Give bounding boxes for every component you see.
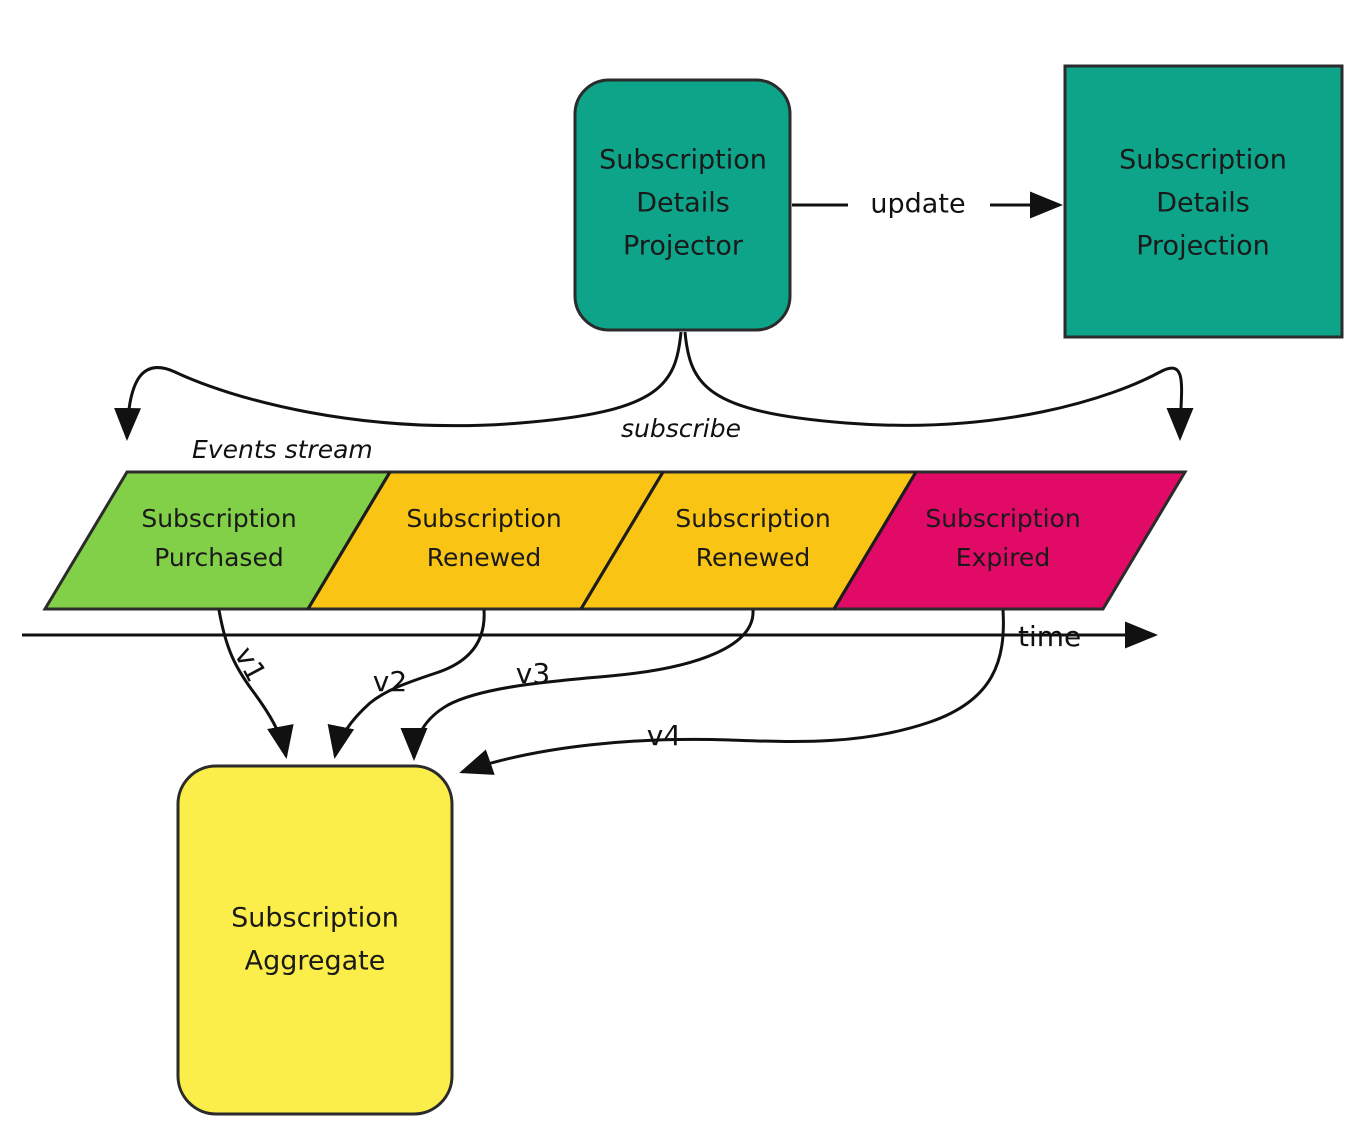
v4-edge-label: v4 (647, 719, 681, 752)
subscribe-edge-right-branch (683, 331, 1194, 441)
event-1-label-line2: Purchased (154, 543, 283, 572)
event-1-label-line1: Subscription (141, 504, 296, 533)
event-segment-subscription-renewed-1[interactable]: Subscription Renewed (305, 470, 666, 611)
event-3-label-line1: Subscription (675, 504, 830, 533)
subscribe-edge-left-branch (114, 331, 683, 441)
node-subscription-aggregate[interactable]: Subscription Aggregate (176, 764, 454, 1116)
v3-edge-label: v3 (516, 657, 550, 690)
projector-label-line2: Details (636, 188, 730, 219)
v1-edge-label: v1 (228, 641, 273, 687)
event-2-label-line2: Renewed (427, 543, 542, 572)
edge-version-v3: v3 (400, 609, 755, 761)
event-3-label-line2: Renewed (696, 543, 811, 572)
projector-label-line1: Subscription (599, 145, 767, 176)
projection-label-line1: Subscription (1119, 145, 1287, 176)
subscribe-edge-label: subscribe (621, 414, 741, 443)
v2-edge-label: v2 (373, 665, 407, 698)
edge-version-v1: v1 (217, 609, 294, 759)
edge-update: update (792, 189, 1063, 220)
aggregate-label-line1: Subscription (231, 903, 399, 934)
v1-edge-path (217, 609, 294, 759)
time-axis: time (22, 620, 1158, 653)
event-2-label-line1: Subscription (406, 504, 561, 533)
events-stream-band: Subscription Purchased Subscription Rene… (42, 470, 1188, 611)
event-4-label-line2: Expired (956, 543, 1050, 572)
event-divider-1 (306, 471, 392, 610)
projection-label-line2: Details (1156, 188, 1250, 219)
node-subscription-details-projector[interactable]: Subscription Details Projector (573, 78, 792, 332)
event-divider-2 (579, 471, 665, 610)
time-axis-label: time (1018, 620, 1081, 653)
update-edge-label: update (870, 189, 965, 220)
aggregate-label-line2: Aggregate (245, 946, 386, 977)
edge-version-v2: v2 (327, 609, 486, 759)
projector-label-line3: Projector (623, 231, 744, 262)
projection-box-shape[interactable] (1063, 64, 1344, 339)
node-subscription-details-projection[interactable]: Subscription Details Projection (1063, 64, 1344, 339)
edge-subscribe: subscribe (114, 331, 1194, 443)
event-segment-subscription-purchased[interactable]: Subscription Purchased (42, 470, 393, 611)
event-4-label-line1: Subscription (925, 504, 1080, 533)
projector-box-shape[interactable] (573, 78, 792, 332)
events-stream-caption: Events stream (192, 435, 373, 464)
v4-edge-path (459, 609, 1005, 775)
event-divider-3 (832, 471, 918, 610)
v2-edge-path (327, 609, 486, 759)
v3-edge-path (400, 609, 755, 761)
aggregate-box-shape[interactable] (176, 764, 454, 1116)
edge-version-v4: v4 (459, 609, 1005, 775)
projection-label-line3: Projection (1136, 231, 1270, 262)
